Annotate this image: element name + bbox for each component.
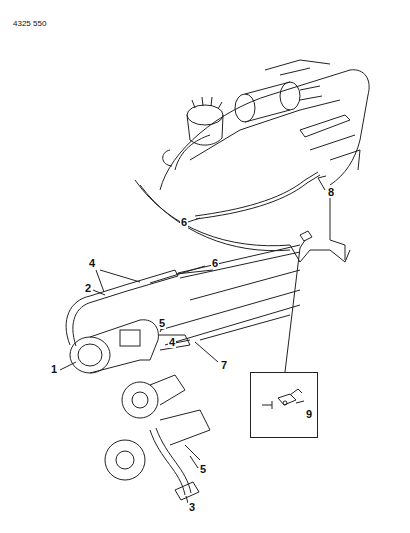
lower-engine (60, 178, 325, 503)
callout-number: 3 (188, 502, 196, 513)
callout-number: 4 (168, 337, 176, 348)
callout-number: 4 (88, 258, 96, 269)
upper-engine (135, 60, 369, 372)
callout-number: 7 (220, 360, 228, 371)
callout-number: 2 (84, 283, 92, 294)
inset-box: 9 (250, 372, 318, 438)
callout-number: 6 (211, 258, 219, 269)
callout-number: 8 (327, 187, 335, 198)
callout-number: 5 (158, 318, 166, 329)
figure-number: 4325 550 (12, 20, 47, 28)
callout-number: 1 (50, 364, 58, 375)
inset-bracket (262, 389, 304, 409)
callout-number: 5 (199, 464, 207, 475)
callout-number: 9 (305, 409, 313, 420)
callout-number: 6 (180, 217, 188, 228)
